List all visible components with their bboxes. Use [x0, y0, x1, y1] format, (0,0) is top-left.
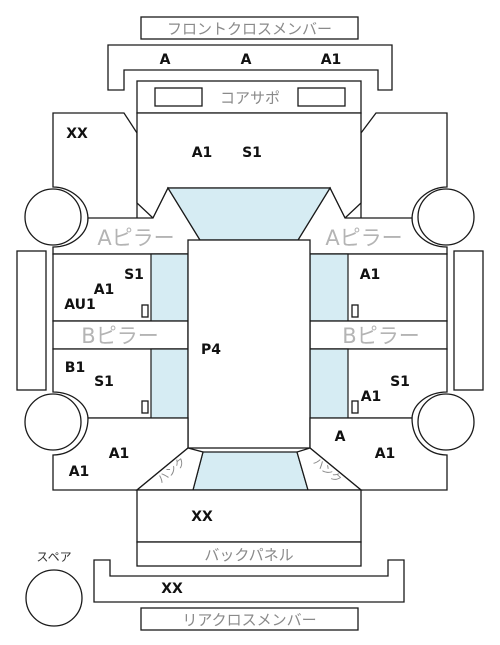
left-rear-window [150, 348, 189, 419]
roof-grade: P4 [201, 342, 221, 358]
rear-cross-member-label: リアクロスメンバー [182, 611, 316, 629]
headlight-right [297, 87, 346, 107]
hood-grade-a: A1 [192, 145, 213, 161]
left-front-door-grade-a: A1 [94, 282, 115, 298]
roof [187, 239, 311, 449]
trunk-lid [136, 489, 362, 543]
right-rear-handle [351, 400, 359, 414]
rear-left-wheel [24, 393, 82, 451]
rear-member-grade: XX [161, 581, 183, 597]
back-panel [136, 541, 362, 567]
left-quarter-grade-lower: A1 [69, 464, 90, 480]
rear-cross-member-label-box [140, 607, 359, 631]
right-rear-door-grade-s: S1 [390, 374, 410, 390]
spare-tire-label: スペア [36, 550, 71, 564]
front-member-grade-right: A1 [321, 52, 342, 68]
right-side-sill [453, 250, 484, 391]
right-b-pillar-label: Bピラー [342, 324, 419, 348]
trunk-grade: XX [191, 509, 213, 525]
right-front-handle [351, 304, 359, 318]
headlight-left [154, 87, 203, 107]
hood-grade-s: S1 [242, 145, 262, 161]
core-support-label: コアサポ [220, 89, 280, 107]
front-cross-member [107, 44, 393, 91]
front-member-grade-center: A [241, 52, 252, 68]
front-cross-member-label-box [140, 16, 359, 40]
left-front-door-grade-au: AU1 [64, 297, 96, 313]
left-quarter-grade-upper: A1 [109, 446, 130, 462]
front-cross-member-label: フロントクロスメンバー [167, 20, 332, 38]
left-rear-handle [141, 400, 149, 414]
right-rear-window [309, 348, 349, 419]
front-left-wheel [24, 188, 82, 246]
back-panel-label: バックパネル [204, 546, 293, 564]
spare-tire [25, 569, 83, 627]
right-quarter-grade-upper: A [335, 429, 346, 445]
rear-window [192, 451, 309, 491]
left-front-window [150, 253, 189, 322]
front-left-grade: XX [66, 126, 88, 142]
left-rear-door-grade-b: B1 [65, 360, 85, 376]
left-a-pillar-label: Aピラー [97, 226, 174, 250]
right-a-pillar-label: Aピラー [325, 226, 402, 250]
left-b-pillar [52, 320, 189, 350]
left-rear-door-grade-s: S1 [94, 374, 114, 390]
left-b-pillar-label: Bピラー [81, 324, 158, 348]
left-front-handle [141, 304, 149, 318]
left-side-sill [16, 250, 47, 391]
rear-cross-member [93, 559, 405, 603]
right-rear-door-grade-a: A1 [361, 389, 382, 405]
front-right-wheel [417, 188, 475, 246]
rear-right-wheel [417, 393, 475, 451]
left-front-door-grade-s: S1 [124, 267, 144, 283]
front-member-grade-left: A [160, 52, 171, 68]
right-quarter-grade-lower: A1 [375, 446, 396, 462]
right-front-window [309, 253, 349, 322]
right-front-door-grade-a: A1 [360, 267, 381, 283]
